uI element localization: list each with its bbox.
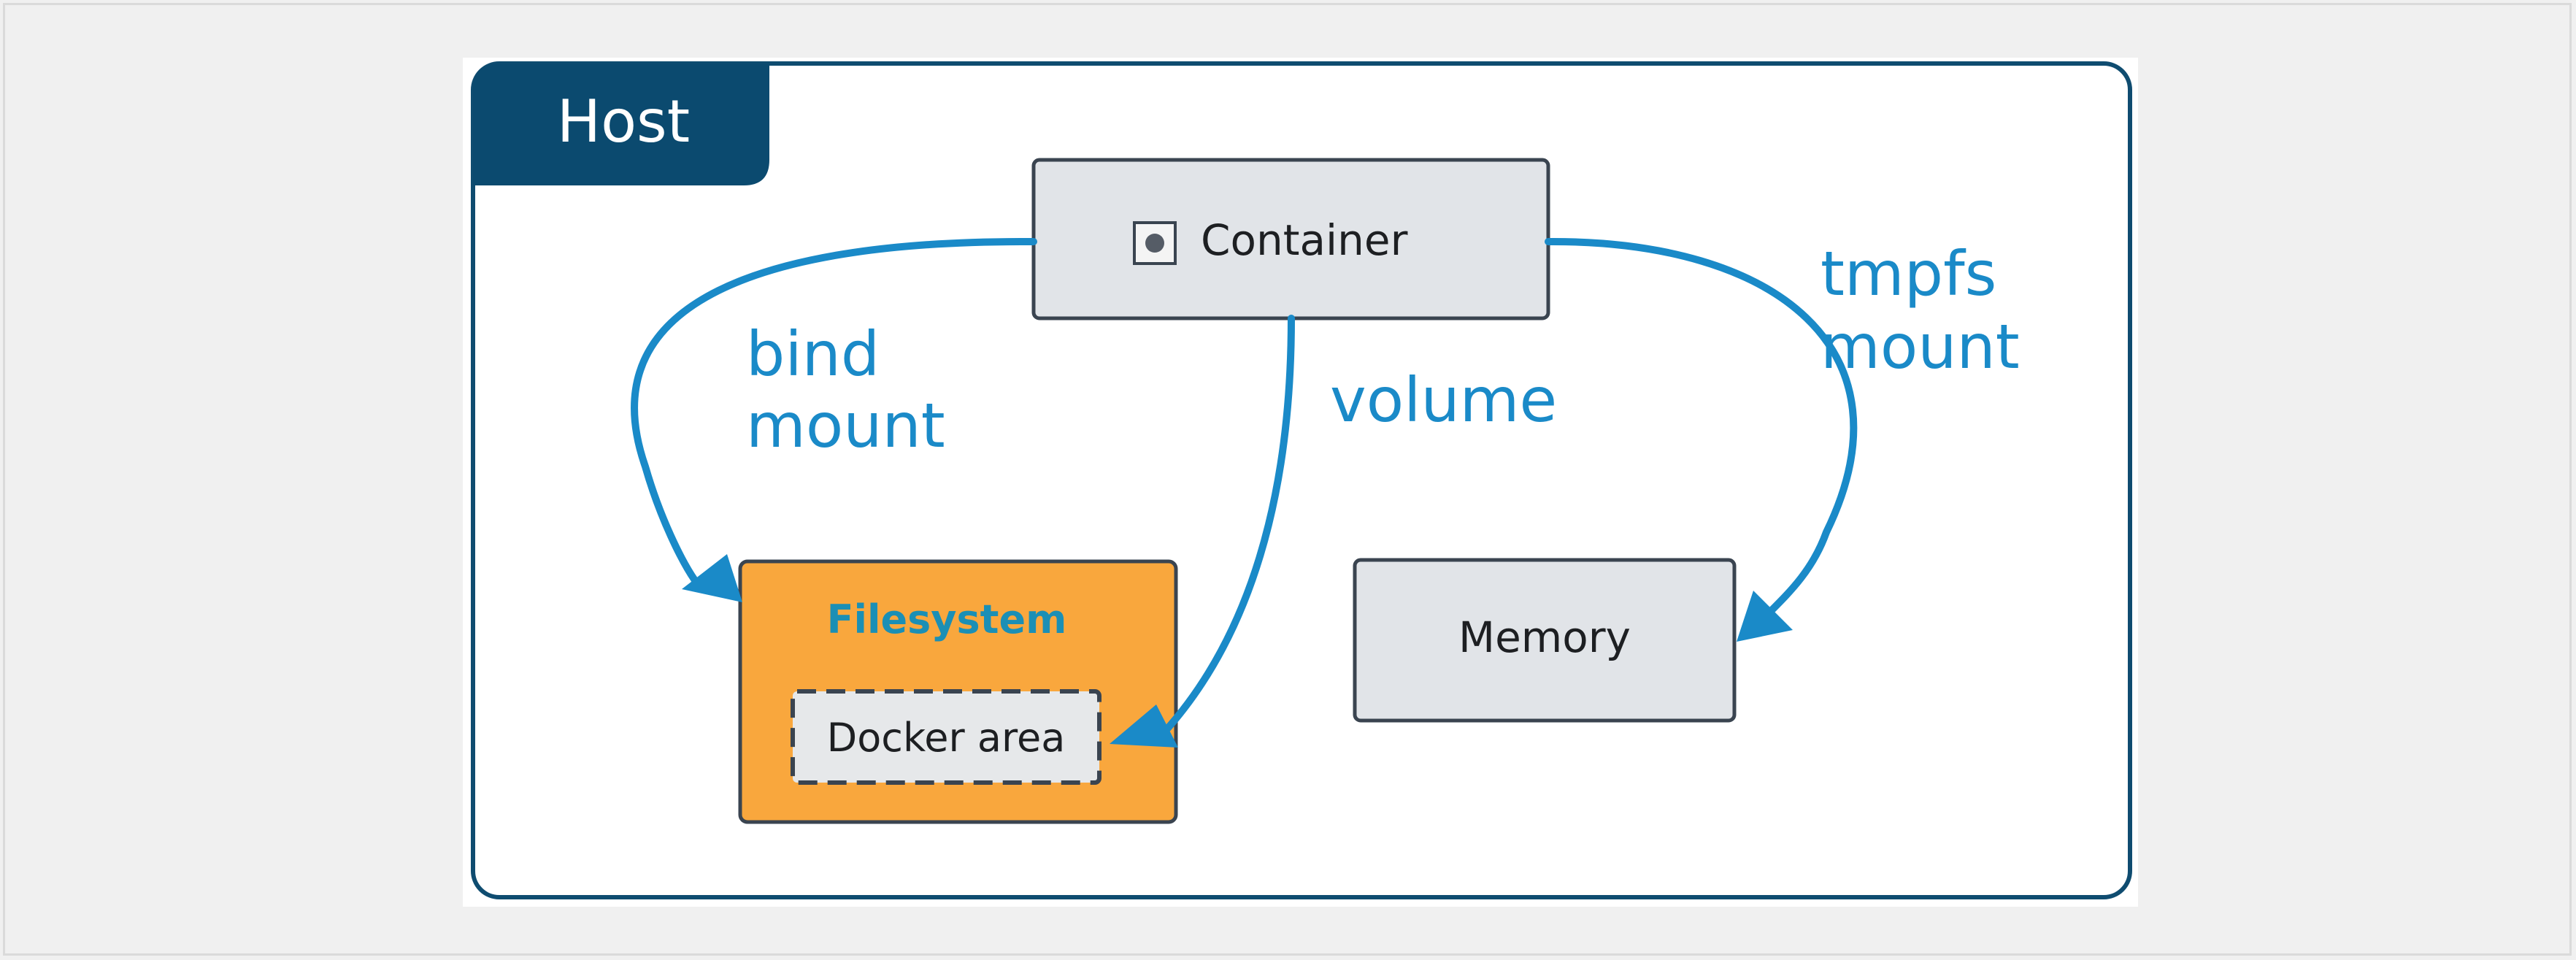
bind-mount-arrowhead <box>682 554 742 602</box>
bind-mount-label: bind mount <box>746 318 945 461</box>
volume-arrowhead <box>1110 704 1178 748</box>
host-boundary <box>471 61 2132 899</box>
volume-arrow <box>1160 315 1295 737</box>
tmpfs-mount-label-line1: tmpfs <box>1820 238 1996 310</box>
container-label: Container <box>1201 215 1408 265</box>
diagram-canvas: Host Container Filesystem Docker area Me… <box>463 58 2138 907</box>
volume-label: volume <box>1330 364 1557 436</box>
tmpfs-mount-arrowhead <box>1737 591 1793 642</box>
memory-label: Memory <box>1458 613 1631 662</box>
tmpfs-mount-label-line2: mount <box>1820 311 2020 383</box>
memory-box <box>1353 558 1737 723</box>
docker-area-box <box>791 689 1101 785</box>
bind-mount-arrow <box>631 237 1037 584</box>
tmpfs-mount-label: tmpfs mount <box>1820 238 2020 383</box>
bind-mount-label-line1: bind <box>746 318 880 390</box>
bind-mount-label-line2: mount <box>746 390 945 461</box>
container-icon <box>1133 221 1177 265</box>
docker-storage-diagram: Host Container Filesystem Docker area Me… <box>471 61 2132 899</box>
filesystem-label: Filesystem <box>827 596 1067 642</box>
docker-area-label: Docker area <box>827 715 1066 761</box>
tmpfs-mount-arrow <box>1545 237 1858 616</box>
figure-frame: Host Container Filesystem Docker area Me… <box>3 3 2572 956</box>
host-label: Host <box>557 88 690 155</box>
host-tab <box>473 64 769 185</box>
